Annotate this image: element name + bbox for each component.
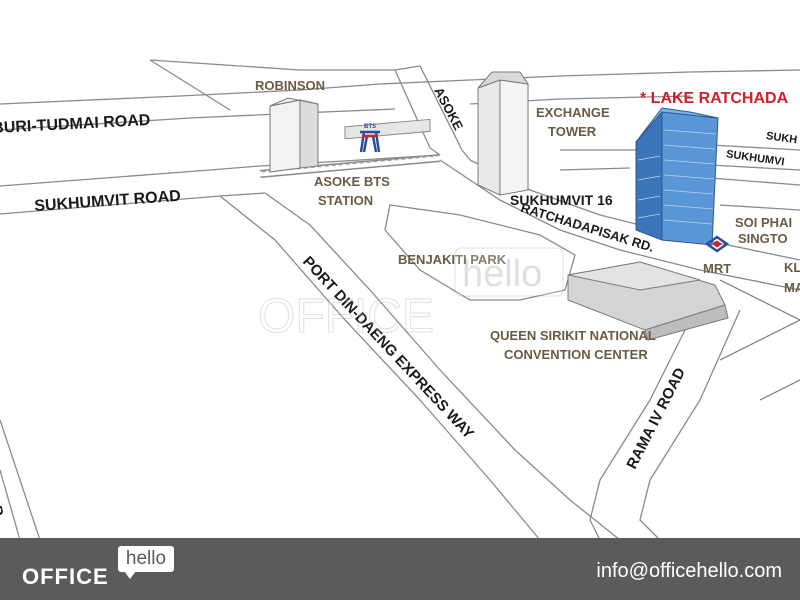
label-robinson: ROBINSON — [255, 78, 325, 93]
road-rama4 — [589, 279, 800, 541]
label-qsncc-2: CONVENTION CENTER — [504, 347, 648, 362]
road-asoke — [394, 65, 471, 161]
road-left-diagonal — [149, 59, 621, 541]
convention-center-building — [567, 261, 729, 341]
label-mrt: MRT — [703, 261, 731, 276]
label-tudmai-road: BURI-TUDMAI ROAD — [0, 112, 151, 137]
label-asoke-road: ASOKE — [431, 85, 466, 133]
svg-text:BTS: BTS — [364, 124, 376, 130]
label-bts-station-1: ASOKE BTS — [314, 174, 390, 189]
label-bts-station-2: STATION — [318, 193, 373, 208]
label-qsncc-1: QUEEN SIRIKIT NATIONAL — [490, 328, 656, 343]
label-sukhumvit16: SUKHUMVIT 16 — [510, 192, 613, 208]
label-sukhumvit-right-2: SUKHUMVI — [725, 148, 785, 168]
park-outline — [384, 204, 576, 301]
label-lake-ratchada: * LAKE RATCHADA — [640, 90, 789, 107]
label-port-expressway: PORT DIN-DAENG EXPRESS WAY — [299, 253, 477, 442]
bts-logo-icon: BTS — [359, 124, 381, 153]
road-bottom-left — [0, 419, 41, 541]
label-exchange-tower-2: TOWER — [548, 124, 597, 139]
lake-ratchada-building — [635, 107, 719, 246]
footer-email-link[interactable]: info@officehello.com — [596, 560, 782, 582]
label-rama4-road: RAMA IV ROAD — [623, 365, 689, 472]
exchange-tower-building — [477, 71, 530, 196]
label-exchange-tower-1: EXCHANGE — [536, 105, 610, 120]
watermark-hello: hello — [462, 253, 542, 295]
label-soi-phai-singto-1: SOI PHAI — [735, 215, 792, 230]
watermark-office: OFFICE — [258, 290, 434, 343]
label-sukhumvit-right-1: SUKH — [765, 130, 798, 146]
label-kl-2: MA — [784, 280, 800, 295]
label-left-edge-road: D — [0, 504, 8, 519]
label-ratchadapisak-road: RATCHADAPISAK RD. — [519, 200, 656, 255]
road-right — [719, 319, 800, 401]
label-sukhumvit-road: SUKHUMVIT ROAD — [34, 188, 182, 215]
footer-bar: OFFICE hello info@officehello.com — [0, 538, 800, 600]
road-top-bend — [149, 59, 800, 73]
footer-brand: OFFICE — [22, 564, 109, 589]
watermark: OFFICE hello — [258, 247, 564, 344]
robinson-building — [269, 97, 319, 173]
footer-hello-badge: hello — [118, 546, 174, 579]
mrt-logo-icon — [704, 235, 730, 253]
label-benjakiti-park: BENJAKITI PARK — [398, 252, 507, 267]
label-kl-1: KL — [784, 260, 800, 275]
road-side-streets — [559, 144, 800, 211]
label-soi-phai-singto-2: SINGTO — [738, 231, 788, 246]
